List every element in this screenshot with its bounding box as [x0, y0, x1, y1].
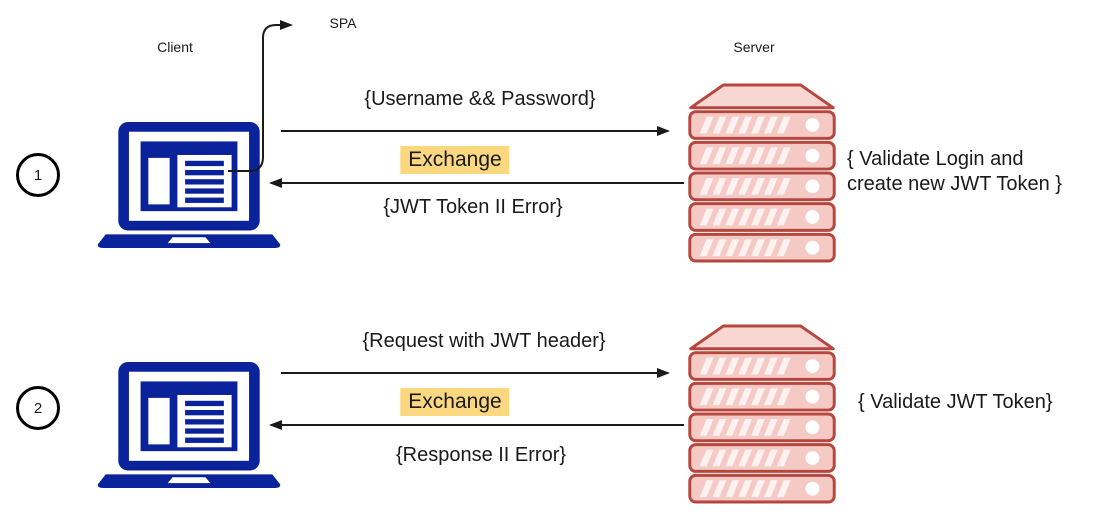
server-icon-1	[690, 85, 834, 261]
server-note-2: { Validate JWT Token}	[858, 391, 1053, 413]
step-1-badge: 1	[16, 153, 60, 197]
request-label-2: {Request with JWT header}	[362, 330, 606, 352]
exchange-label-2: Exchange	[400, 388, 510, 416]
server-icon-2	[690, 326, 834, 502]
client-laptop-icon-1	[97, 122, 281, 248]
spa-arrow	[228, 20, 293, 172]
response-label-1: {JWT Token II Error}	[383, 196, 563, 218]
client-laptop-icon-2	[97, 362, 281, 488]
client-label: Client	[157, 39, 193, 55]
request-label-1: {Username && Password}	[364, 88, 596, 110]
server-note-1: { Validate Login and create new JWT Toke…	[847, 148, 1062, 195]
exchange-label-1: Exchange	[400, 146, 510, 174]
step-1-number: 1	[33, 166, 43, 184]
response-label-2: {Response II Error}	[395, 444, 567, 466]
step-2-number: 2	[33, 399, 43, 417]
server-label: Server	[733, 39, 775, 55]
spa-label: SPA	[329, 15, 357, 31]
step-2-badge: 2	[16, 386, 60, 430]
